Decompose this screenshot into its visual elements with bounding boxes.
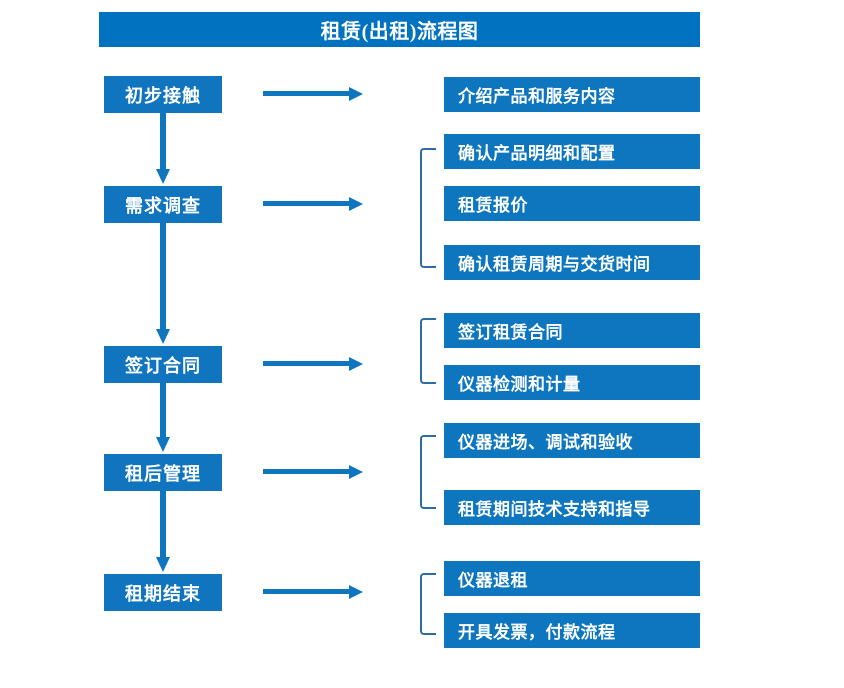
- detail-box-5[interactable]: 签订租赁合同: [444, 313, 700, 348]
- vertical-arrow-1: [155, 113, 171, 186]
- detail-box-2[interactable]: 确认产品明细和配置: [444, 134, 700, 169]
- horizontal-arrow-1: [263, 87, 363, 101]
- stage-box-5[interactable]: 租期结束: [104, 574, 222, 611]
- horizontal-arrow-5: [263, 585, 363, 599]
- vertical-arrow-3: [155, 383, 171, 454]
- horizontal-arrow-2: [263, 197, 363, 211]
- horizontal-arrow-4: [263, 465, 363, 479]
- detail-box-7[interactable]: 仪器进场、调试和验收: [444, 423, 700, 458]
- stage-box-1[interactable]: 初步接触: [104, 76, 222, 113]
- detail-box-1[interactable]: 介绍产品和服务内容: [444, 77, 700, 112]
- detail-box-6[interactable]: 仪器检测和计量: [444, 365, 700, 400]
- group-bracket-3: [420, 435, 436, 509]
- detail-box-8[interactable]: 租赁期间技术支持和指导: [444, 490, 700, 525]
- vertical-arrow-2: [155, 223, 171, 346]
- detail-box-3[interactable]: 租赁报价: [444, 186, 700, 221]
- group-bracket-1: [420, 148, 436, 268]
- horizontal-arrow-3: [263, 357, 363, 371]
- vertical-arrow-4: [155, 491, 171, 574]
- stage-box-4[interactable]: 租后管理: [104, 454, 222, 491]
- stage-box-3[interactable]: 签订合同: [104, 346, 222, 383]
- detail-box-4[interactable]: 确认租赁周期与交货时间: [444, 245, 700, 280]
- group-bracket-4: [420, 573, 436, 635]
- detail-box-9[interactable]: 仪器退租: [444, 561, 700, 596]
- group-bracket-2: [420, 318, 436, 384]
- stage-box-2[interactable]: 需求调查: [104, 186, 222, 223]
- detail-box-10[interactable]: 开具发票，付款流程: [444, 613, 700, 648]
- flowchart-title: 租赁(出租)流程图: [99, 12, 700, 47]
